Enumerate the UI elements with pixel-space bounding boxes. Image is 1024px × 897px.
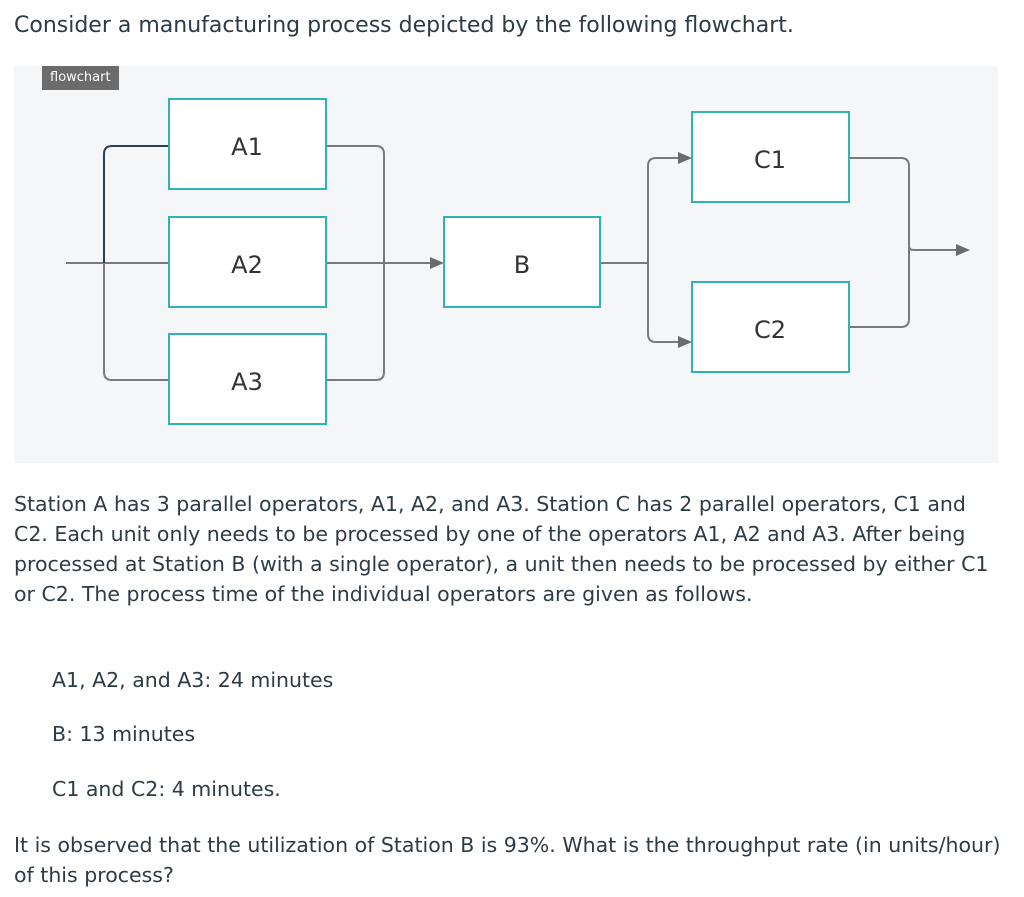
flowchart-tag: flowchart — [42, 66, 119, 90]
merge-c-connector — [849, 157, 910, 328]
output-line — [908, 245, 956, 251]
connector-to-a1 — [103, 145, 169, 263]
question-text: It is observed that the utilization of S… — [14, 833, 1001, 887]
station-b-label: B — [514, 251, 530, 279]
station-c1-box — [691, 111, 850, 203]
connector-to-a3 — [103, 263, 169, 381]
station-c2-box — [691, 281, 850, 373]
arrow-to-c1 — [678, 152, 692, 164]
station-a3-box — [168, 333, 327, 425]
arrow-to-c2 — [678, 336, 692, 348]
time-c-stations: C1 and C2: 4 minutes. — [52, 777, 281, 801]
station-b-box — [443, 216, 601, 308]
connector-to-c1 — [647, 157, 680, 263]
intro-text: Consider a manufacturing process depicte… — [14, 13, 794, 38]
flowchart-diagram: A1 A2 A3 B C1 C2 — [66, 98, 970, 425]
flowchart-figure: flowchart A1 A2 A3 B C1 C2 — [14, 66, 998, 463]
arrow-to-b — [430, 257, 444, 269]
station-a1-box — [168, 98, 327, 190]
connector-to-c2 — [647, 263, 680, 343]
output-arrow — [956, 244, 970, 256]
description-text: Station A has 3 parallel operators, A1, … — [14, 492, 989, 606]
station-a3-label: A3 — [231, 368, 263, 396]
time-a-stations: A1, A2, and A3: 24 minutes — [52, 668, 334, 692]
station-c1-label: C1 — [754, 146, 786, 174]
time-b-station: B: 13 minutes — [52, 722, 196, 746]
station-a2-label: A2 — [231, 251, 263, 279]
station-a1-label: A1 — [231, 133, 263, 161]
station-a2-box — [168, 216, 327, 308]
station-c2-label: C2 — [754, 316, 786, 344]
